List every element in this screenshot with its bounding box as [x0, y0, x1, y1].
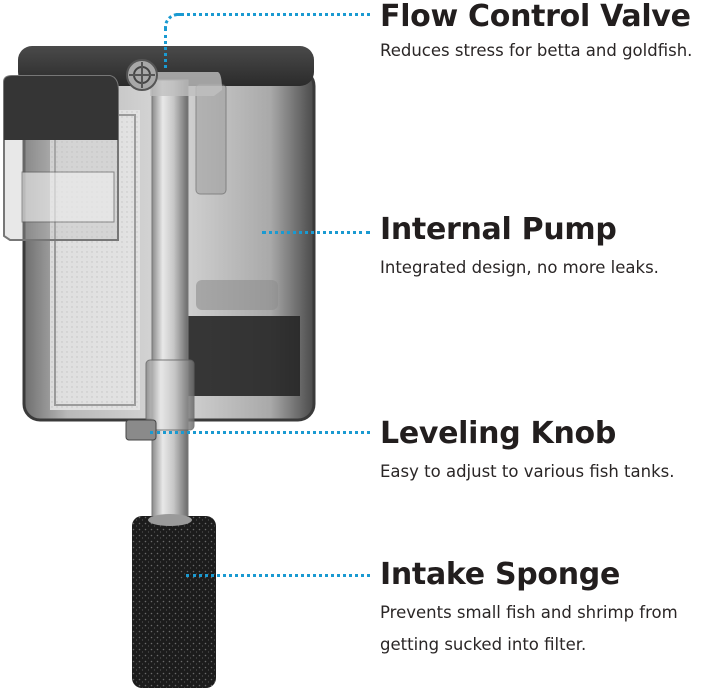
- feature-intake-sponge: Intake Sponge Prevents small fish and sh…: [380, 558, 678, 660]
- leader-line-leveling-knob: [150, 431, 370, 434]
- feature-title: Intake Sponge: [380, 557, 621, 592]
- feature-description: Easy to adjust to various fish tanks.: [380, 462, 675, 481]
- feature-title: Flow Control Valve: [380, 0, 691, 34]
- feature-leveling-knob: Leveling Knob Easy to adjust to various …: [380, 417, 674, 487]
- feature-title: Leveling Knob: [380, 416, 616, 451]
- feature-flow-control-valve: Flow Control Valve Reduces stress for be…: [380, 0, 692, 66]
- feature-description-line-1: Prevents small fish and shrimp from: [380, 603, 678, 622]
- front-flap: [3, 75, 119, 241]
- leader-line-flow-control: [176, 13, 370, 16]
- feature-internal-pump: Internal Pump Integrated design, no more…: [380, 213, 659, 283]
- flow-control-valve: [126, 59, 158, 91]
- feature-description: Reduces stress for betta and goldfish.: [380, 41, 693, 60]
- intake-sponge: [132, 516, 216, 688]
- internal-pump: [188, 83, 300, 396]
- feature-description-line-2: getting sucked into filter.: [380, 635, 587, 654]
- leveling-knob: [125, 419, 157, 441]
- feature-description: Integrated design, no more leaks.: [380, 258, 659, 277]
- leader-line-flow-control-vertical: [164, 28, 167, 68]
- leader-line-intake-sponge: [186, 574, 370, 577]
- leader-line-internal-pump: [262, 231, 370, 234]
- leader-line-flow-control-corner: [164, 13, 181, 30]
- filter-product-image: [3, 46, 316, 688]
- feature-title: Internal Pump: [380, 212, 617, 247]
- intake-tube: [151, 79, 189, 521]
